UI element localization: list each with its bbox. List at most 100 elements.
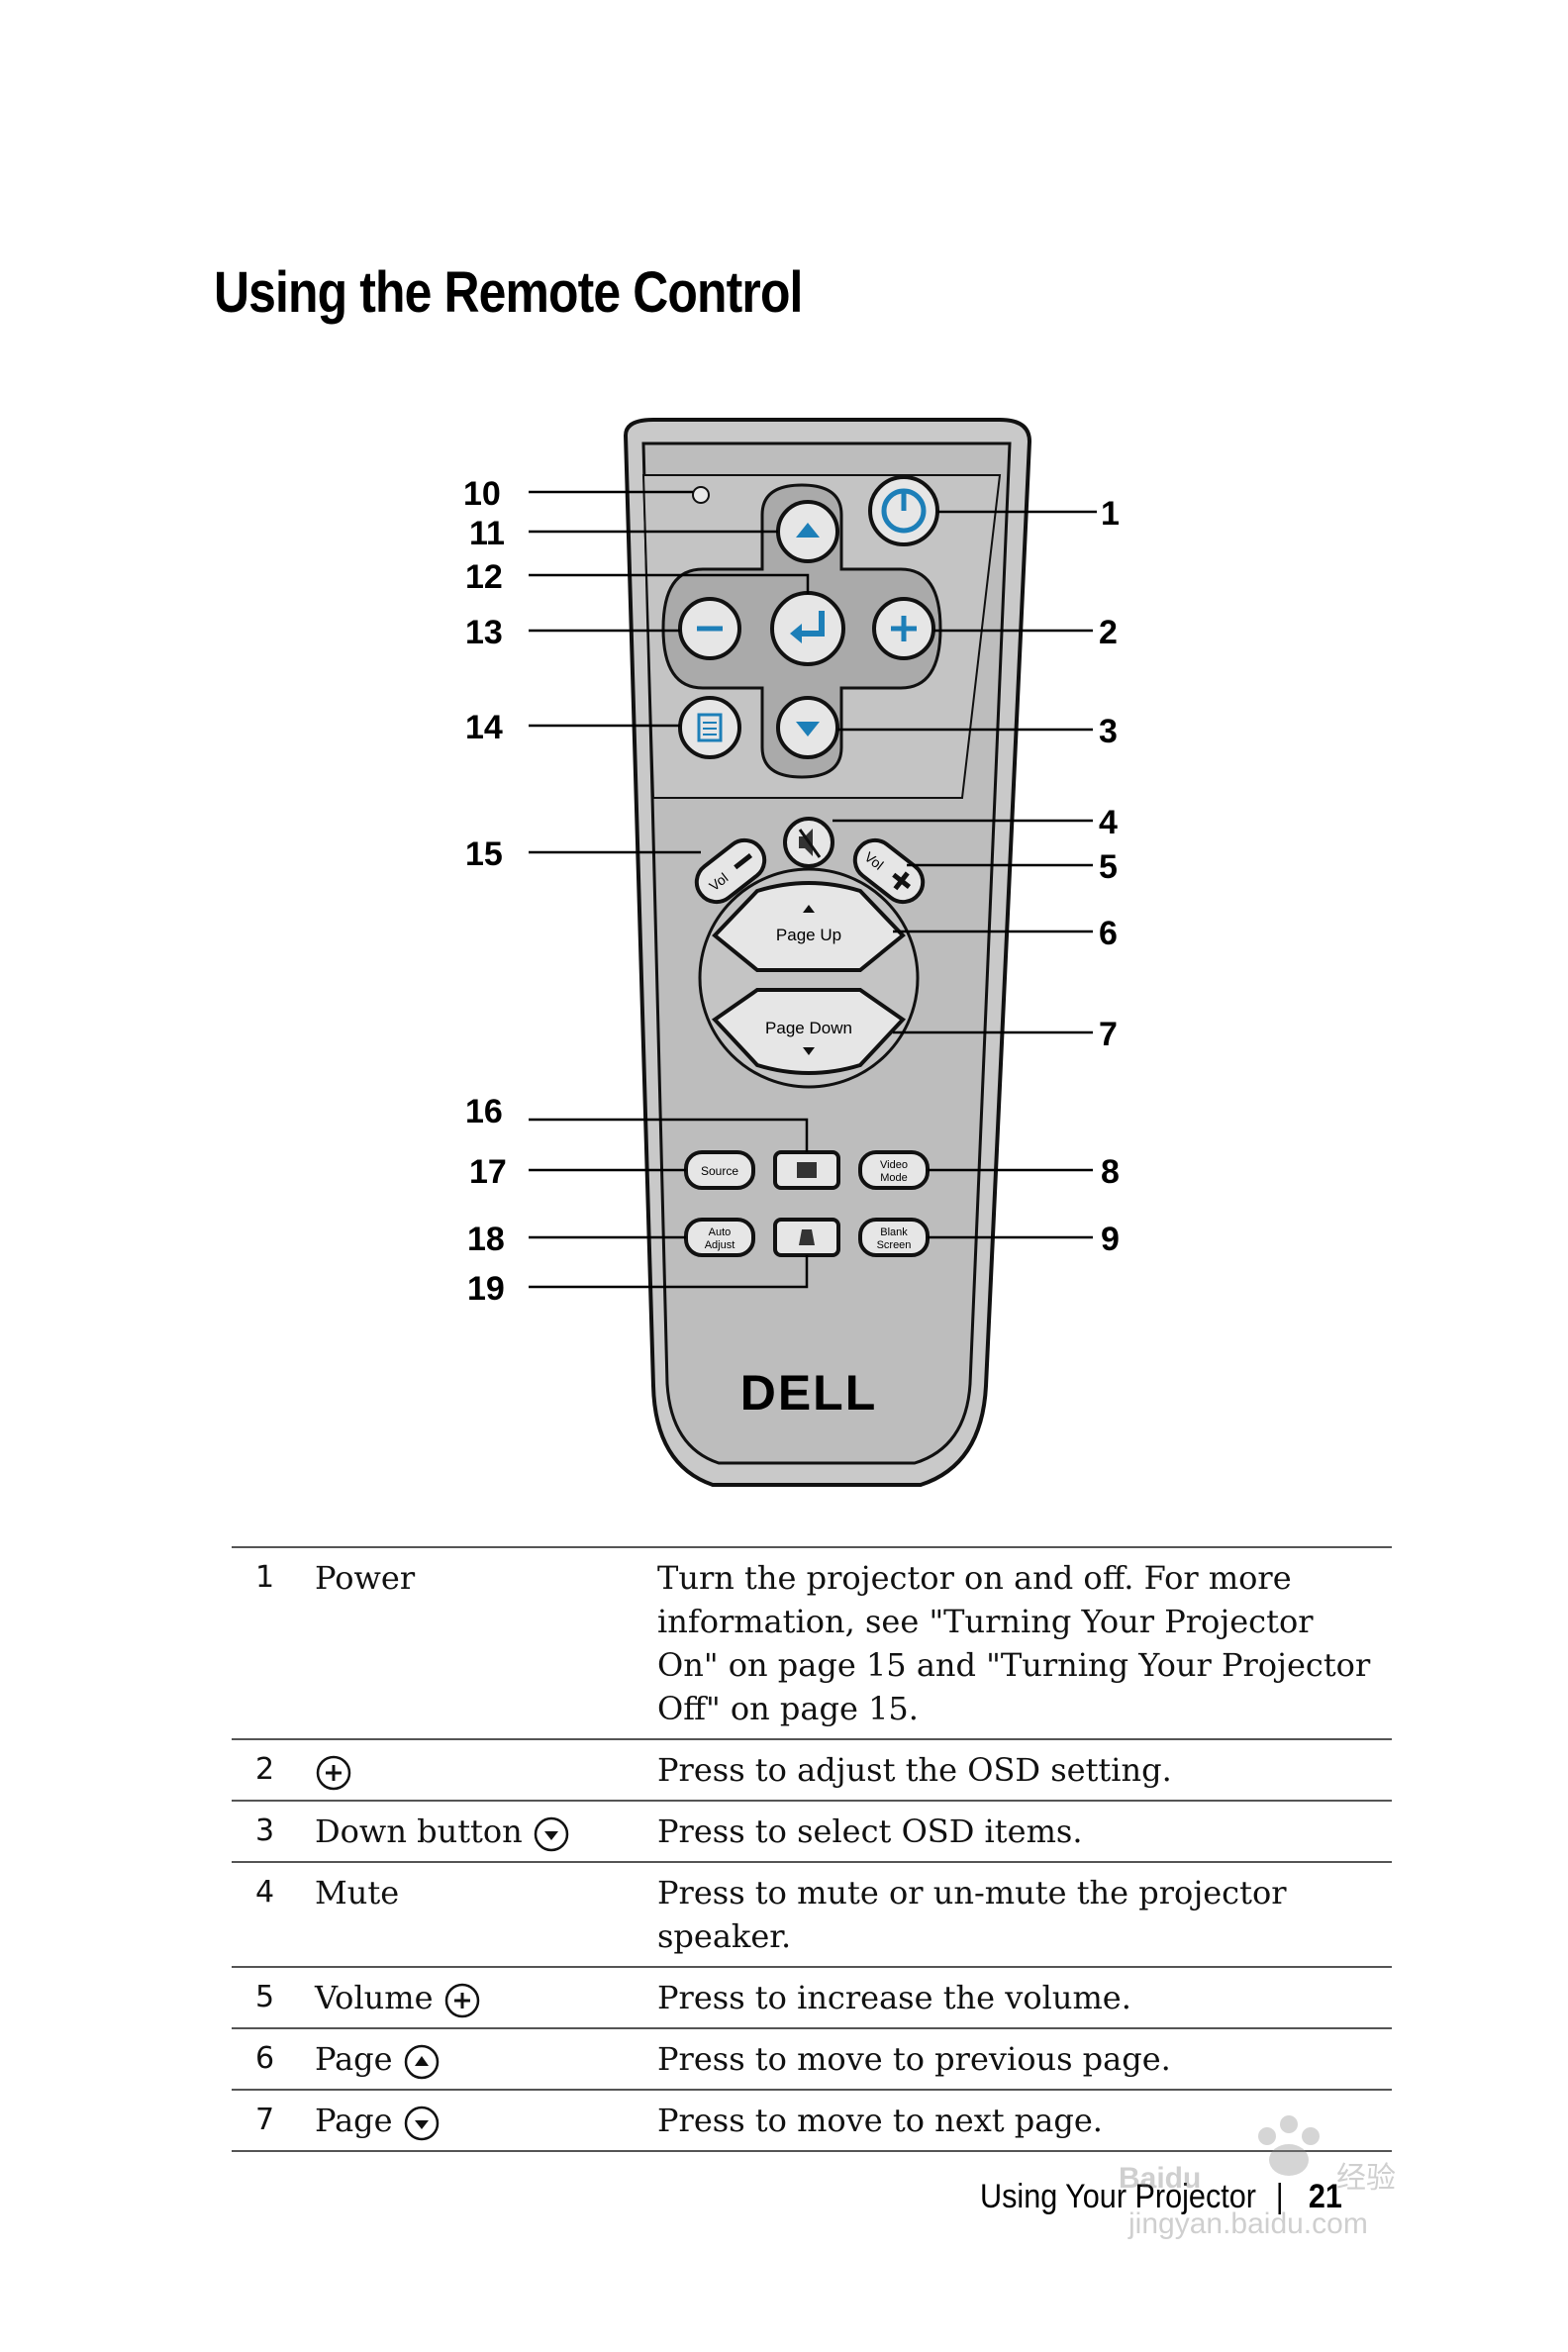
row-description: Press to increase the volume.	[657, 1979, 1131, 2016]
minus-button[interactable]	[678, 597, 741, 660]
button-name-text: Volume	[315, 1979, 434, 2016]
row-button-name: Mute	[315, 1863, 657, 1966]
power-button[interactable]	[868, 475, 939, 546]
row-button-name: Power	[315, 1548, 657, 1738]
callout-lines-right	[833, 510, 1097, 1239]
row-button-name: Down button	[315, 1802, 657, 1861]
dell-logo: DELL	[740, 1365, 878, 1421]
keystone-button[interactable]	[773, 1218, 840, 1257]
video-mode-label-1: Video	[880, 1159, 908, 1171]
table-row: 5 Volume Press to increase the volume.	[232, 1968, 1392, 2029]
down-arrow-circle-icon	[534, 1816, 569, 1852]
video-mode-button[interactable]: Video Mode	[858, 1150, 930, 1190]
callout-19: 19	[467, 1270, 505, 1308]
callout-6: 6	[1099, 915, 1118, 952]
row-button-name	[315, 1740, 657, 1800]
source-label: Source	[701, 1164, 738, 1178]
video-mode-label-2: Mode	[880, 1172, 908, 1184]
row-description: Press to mute or un-mute the projector s…	[657, 1874, 1287, 1955]
row-button-name: Volume	[315, 1968, 657, 2027]
blank-screen-button[interactable]: Blank Screen	[858, 1218, 930, 1257]
vol-minus-button[interactable]: Vol	[689, 833, 773, 910]
callout-2: 2	[1099, 614, 1118, 651]
callout-13: 13	[465, 614, 503, 651]
callout-lines-left	[529, 490, 810, 1289]
row-number: 7	[255, 2103, 275, 2137]
plus-circle-icon	[316, 1755, 351, 1791]
table-row: 4 Mute Press to mute or un-mute the projec…	[232, 1863, 1392, 1968]
callout-17: 17	[469, 1153, 507, 1191]
blank-screen-label-1: Blank	[880, 1226, 908, 1238]
baidu-watermark: Baidu 经验 jingyan.baidu.com	[1119, 2115, 1396, 2240]
up-button[interactable]	[776, 500, 839, 563]
page-number: 21	[1308, 2178, 1342, 2215]
callout-18: 18	[467, 1221, 505, 1258]
down-button[interactable]	[776, 696, 839, 759]
plus-button[interactable]	[872, 597, 935, 660]
button-description-table: 1 Power Turn the projector on and off. For…	[232, 1546, 1392, 2152]
source-button[interactable]: Source	[684, 1150, 755, 1190]
ir-led	[692, 486, 710, 504]
row-number: 2	[255, 1752, 275, 1787]
row-description: Turn the projector on and off. For more …	[657, 1559, 1371, 1727]
callout-1: 1	[1101, 495, 1120, 533]
table-row: 1 Power Turn the projector on and off. For…	[232, 1548, 1392, 1740]
callout-11: 11	[469, 515, 505, 552]
remote-control-figure: Vol Vol Page Up Page Down Source Video M…	[463, 418, 1120, 1487]
row-description: Press to adjust the OSD setting.	[657, 1751, 1172, 1789]
page-footer: Using Your Projector | 21	[980, 2178, 1342, 2216]
button-name-text: Power	[315, 1559, 416, 1597]
table-row: 7 Page Press to move to next page.	[232, 2091, 1392, 2152]
callout-7: 7	[1099, 1016, 1118, 1053]
row-number: 4	[255, 1875, 275, 1910]
watermark-brand: Baidu	[1119, 2162, 1201, 2195]
row-number: 3	[255, 1813, 275, 1848]
callout-8: 8	[1101, 1153, 1120, 1191]
table-row: 6 Page Press to move to previous page.	[232, 2029, 1392, 2091]
callout-10: 10	[463, 475, 501, 513]
watermark-cn: 经验	[1336, 2162, 1396, 2195]
enter-button[interactable]	[770, 591, 845, 666]
vol-plus-button[interactable]: Vol	[847, 833, 931, 910]
callout-14: 14	[465, 709, 503, 746]
table-row: 2 Press to adjust the OSD setting.	[232, 1740, 1392, 1802]
blank-screen-label-2: Screen	[877, 1239, 912, 1251]
row-description: Press to select OSD items.	[657, 1813, 1083, 1850]
page-title: Using the Remote Control	[214, 260, 803, 325]
row-description: Press to move to next page.	[657, 2102, 1103, 2139]
auto-adjust-button[interactable]: Auto Adjust	[684, 1218, 755, 1257]
row-button-name: Page	[315, 2029, 657, 2089]
callout-12: 12	[465, 558, 503, 596]
page-up-label: Page Up	[776, 926, 841, 944]
row-description: Press to move to previous page.	[657, 2040, 1171, 2078]
up-arrow-circle-icon	[404, 2044, 439, 2080]
footer-separator: |	[1275, 2178, 1284, 2215]
row-number: 1	[255, 1560, 275, 1595]
page-down-label: Page Down	[765, 1019, 852, 1037]
mute-button[interactable]	[783, 817, 834, 868]
down-arrow-circle-icon	[404, 2106, 439, 2141]
row-number: 6	[255, 2041, 275, 2076]
callout-9: 9	[1101, 1221, 1120, 1258]
button-name-text: Page	[315, 2040, 393, 2078]
footer-section: Using Your Projector	[980, 2178, 1256, 2215]
menu-button[interactable]	[678, 696, 741, 759]
auto-adjust-label-2: Adjust	[705, 1239, 735, 1251]
row-button-name: Page	[315, 2091, 657, 2150]
video-keystone-button[interactable]	[773, 1150, 840, 1190]
watermark-url: jingyan.baidu.com	[1127, 2207, 1368, 2240]
button-name-text: Down button	[315, 1813, 523, 1850]
page-up-button[interactable]: Page Up	[712, 881, 906, 972]
callout-3: 3	[1099, 713, 1118, 750]
button-name-text: Page	[315, 2102, 393, 2139]
callout-5: 5	[1099, 848, 1118, 886]
button-name-text: Mute	[315, 1874, 400, 1911]
callout-4: 4	[1099, 804, 1118, 841]
callout-15: 15	[465, 835, 503, 873]
auto-adjust-label-1: Auto	[709, 1226, 732, 1238]
callout-16: 16	[465, 1093, 503, 1130]
paw-icon	[1258, 2115, 1320, 2176]
row-number: 5	[255, 1980, 275, 2014]
plus-circle-icon	[444, 1983, 479, 2018]
page-down-button[interactable]: Page Down	[711, 988, 907, 1075]
